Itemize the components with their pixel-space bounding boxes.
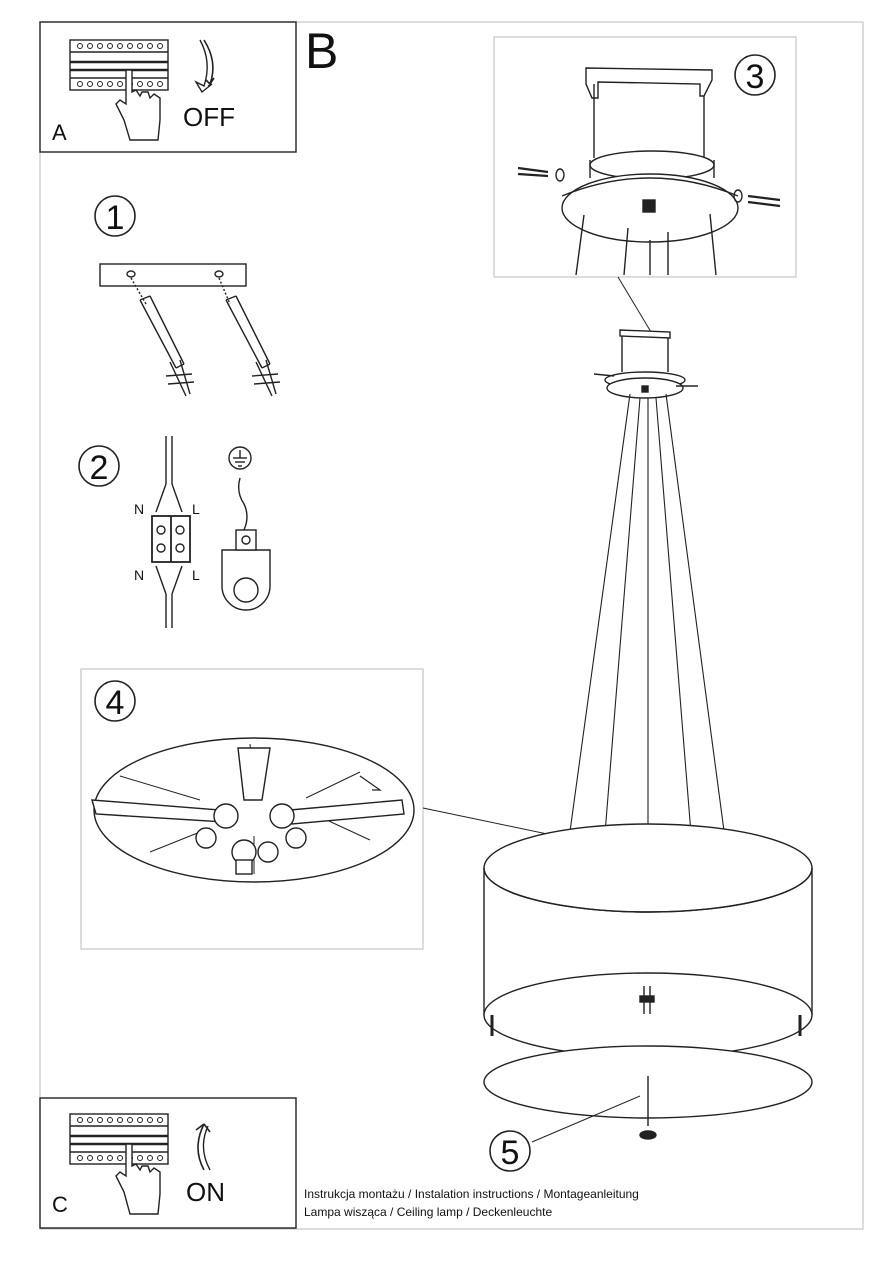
panel-c: C ON <box>39 1097 297 1229</box>
panel-a-letter: A <box>52 120 67 145</box>
panel-c-letter: C <box>52 1192 68 1217</box>
panel-b-letter: B <box>305 23 338 79</box>
step-5: 5 <box>489 1095 641 1172</box>
arrow-down-icon <box>203 39 215 86</box>
footer-caption: Instrukcja montażu / Instalation instruc… <box>304 1185 639 1221</box>
step-4-number: 4 <box>106 684 125 722</box>
hand-icon <box>115 69 161 141</box>
off-label: OFF <box>183 102 235 132</box>
dowel-icon <box>251 359 281 397</box>
footer-line-2: Lampa wisząca / Ceiling lamp / Deckenleu… <box>304 1205 553 1219</box>
step-2: 2 N L N L <box>78 436 271 628</box>
screw-icon <box>517 166 565 182</box>
ceiling-canopy <box>593 329 698 399</box>
hand-icon <box>115 1143 161 1215</box>
ground-terminal-icon <box>221 549 271 611</box>
ground-icon <box>228 446 252 470</box>
breaker-icon <box>69 1113 169 1165</box>
step-3: 3 <box>493 36 797 278</box>
drum-shade <box>483 823 813 1058</box>
suspension-cables <box>567 393 727 847</box>
screw-icon <box>733 189 781 208</box>
step-3-number: 3 <box>746 58 765 96</box>
main-frame <box>39 21 864 1230</box>
neutral-bottom-label: N <box>134 567 144 583</box>
mount-bracket <box>585 67 713 99</box>
step-1-number: 1 <box>106 199 125 237</box>
neutral-top-label: N <box>134 501 144 517</box>
dowel-icon <box>165 359 195 397</box>
footer-line-1: Instrukcja montażu / Instalation instruc… <box>304 1187 639 1201</box>
diffuser-plate <box>483 1045 813 1140</box>
step-4: 4 <box>80 668 424 950</box>
live-top-label: L <box>192 501 200 517</box>
step-2-number: 2 <box>90 449 109 487</box>
step-1: 1 <box>94 195 281 397</box>
live-bottom-label: L <box>192 567 200 583</box>
panel-a: A OFF <box>39 21 297 153</box>
step-5-number: 5 <box>501 1134 520 1172</box>
bulb-socket-icon <box>195 803 307 875</box>
on-label: ON <box>186 1177 225 1207</box>
frame-arm <box>237 747 271 801</box>
breaker-icon <box>69 39 169 91</box>
